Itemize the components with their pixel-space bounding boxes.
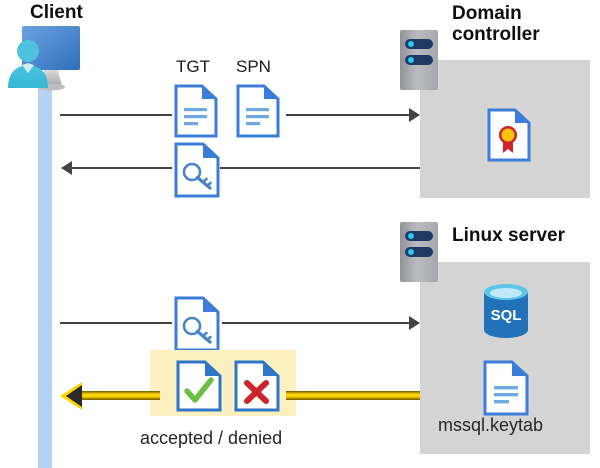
client-lifeline [38,84,52,468]
yellow-line-left [82,391,160,400]
client-user-monitor-icon [4,24,90,94]
message-line-tgt-left [60,114,172,116]
yellow-line-right [286,391,420,400]
tgt-document-lines-icon [174,84,218,143]
domain-controller-server-rack-icon [400,30,438,90]
arrow-head-to-client-ticket [61,161,72,175]
spn-document-lines-icon [236,84,280,143]
linux-server-title: Linux server [452,225,565,246]
certificate-document-icon [487,108,531,167]
accepted-document-check-icon [176,360,222,417]
arrow-head-to-linux-server [409,316,420,330]
dc-title-line1: Domain [452,3,522,24]
linux-server-rack-icon [400,222,438,282]
denied-document-cross-icon [234,360,280,417]
client-title: Client [30,2,83,23]
spn-label: SPN [236,57,271,76]
dc-title-line2: controller [452,24,540,46]
keytab-document-icon [483,360,529,421]
present-ticket-document-key-icon [174,296,220,357]
domain-controller-title: Domain controller [452,3,592,46]
message-line-present-left [60,322,172,324]
message-line-present-right [222,322,410,324]
svg-text:SQL: SQL [491,307,522,324]
keytab-filename-label: mssql.keytab [438,415,544,435]
sql-database-icon: SQL [480,282,532,345]
auth-result-label: accepted / denied [140,428,283,448]
arrow-head-to-domain-controller [409,108,420,122]
message-line-ticket-left [72,167,172,169]
yellow-arrow-head-to-client [66,385,82,407]
service-ticket-document-key-icon [174,142,220,203]
message-line-ticket-right [220,167,420,169]
message-line-tgt-right [286,114,410,116]
tgt-label: TGT [176,57,210,76]
